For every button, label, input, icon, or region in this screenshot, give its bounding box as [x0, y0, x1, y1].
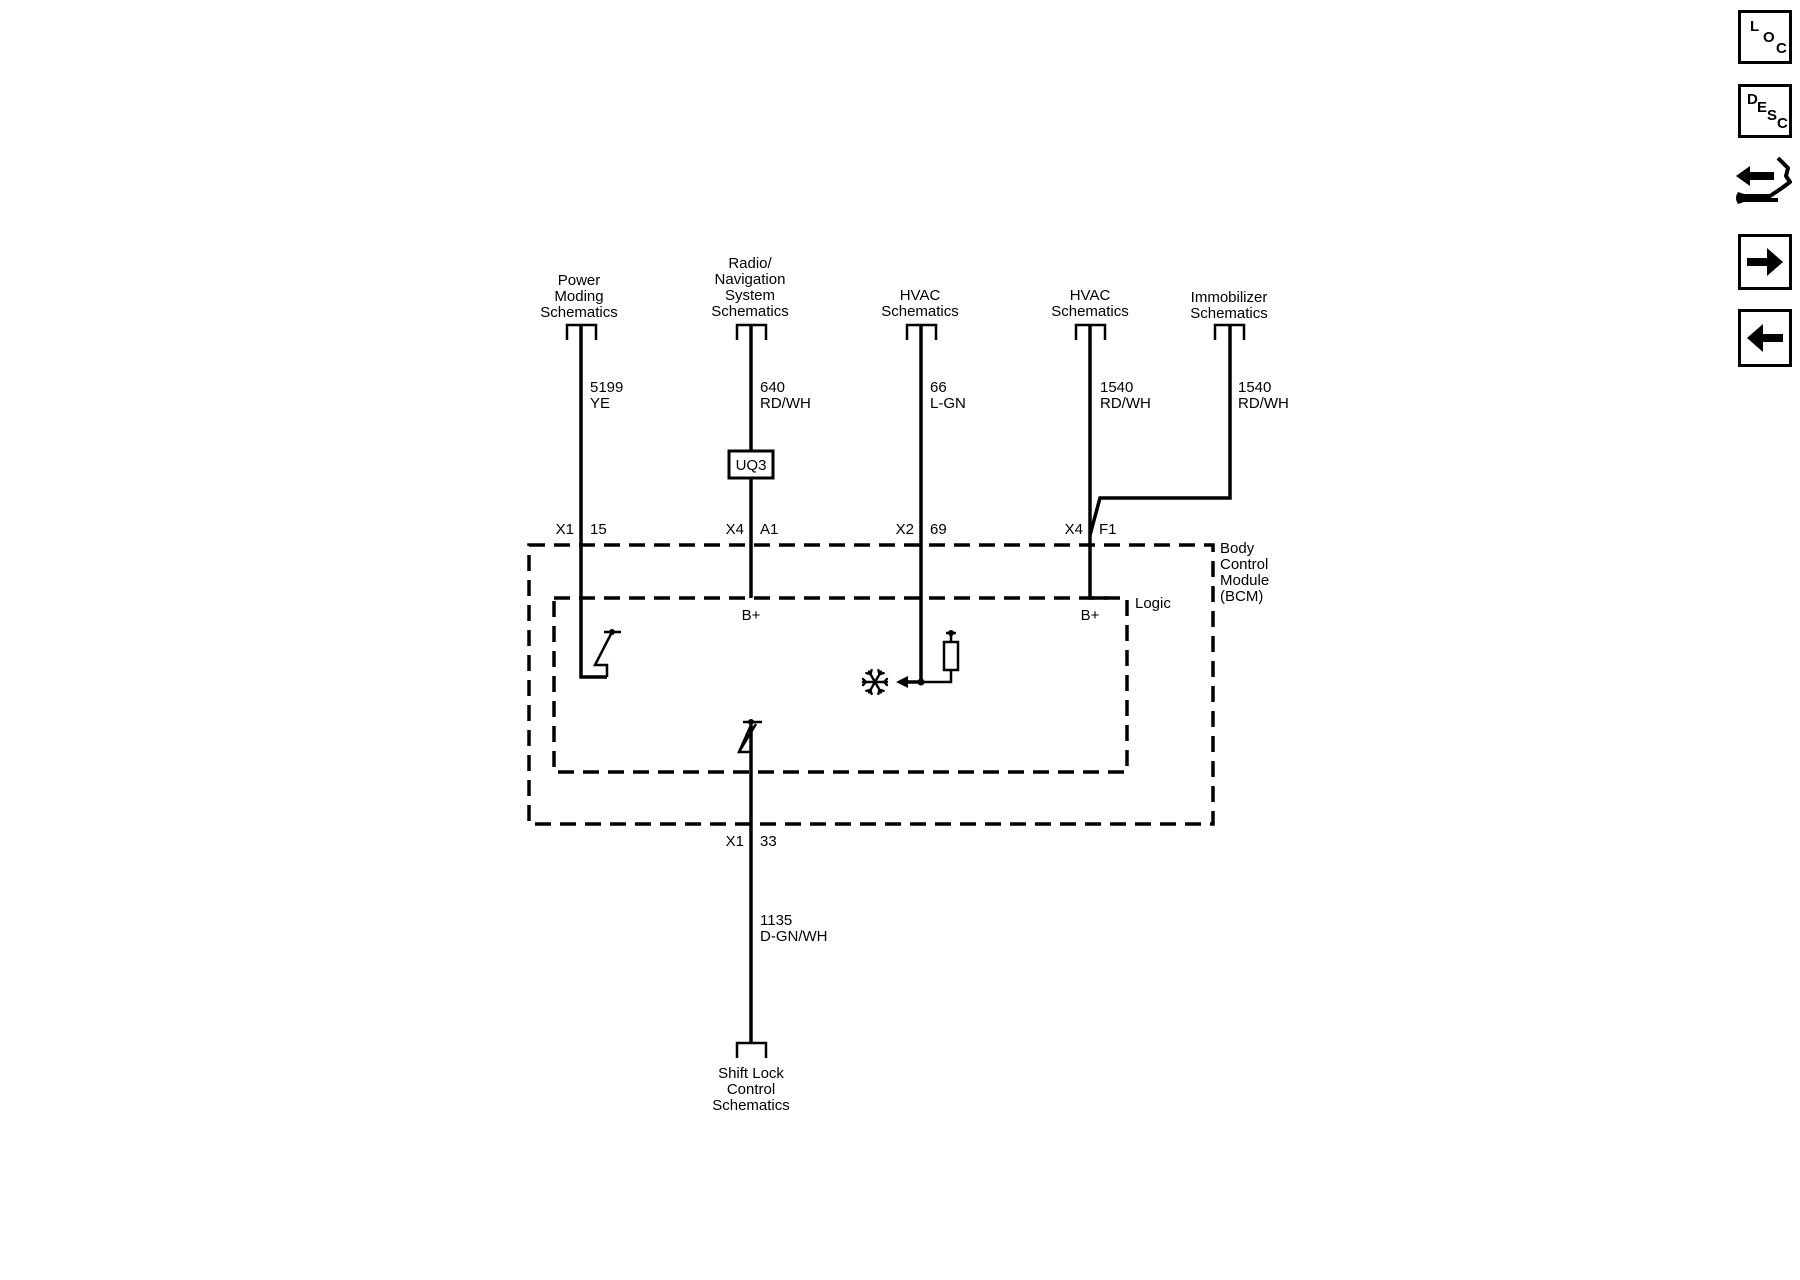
circuit-label-1540-immobilizer: 1540 RD/WH	[1238, 379, 1289, 412]
svg-text:66: 66	[930, 379, 947, 396]
svg-text:System: System	[725, 287, 775, 304]
svg-text:Body: Body	[1220, 540, 1255, 557]
desc-letter-c: C	[1777, 115, 1788, 132]
connector-x2-69: X2 69	[896, 521, 947, 538]
svg-text:UQ3: UQ3	[736, 457, 767, 474]
svg-text:(BCM): (BCM)	[1220, 588, 1263, 605]
svg-text:Schematics: Schematics	[881, 303, 959, 320]
power-moding-label: Power Moding Schematics	[540, 272, 618, 321]
svg-text:640: 640	[760, 379, 785, 396]
circuit-label-1540-hvac: 1540 RD/WH	[1100, 379, 1151, 412]
immobilizer-label: Immobilizer Schematics	[1190, 289, 1268, 322]
arrow-left-icon	[1747, 324, 1783, 352]
splice-uq3: UQ3	[727, 449, 775, 480]
svg-text:15: 15	[590, 521, 607, 538]
svg-text:Module: Module	[1220, 572, 1269, 589]
pullup-resistor	[917, 630, 960, 686]
svg-text:Shift Lock: Shift Lock	[718, 1065, 784, 1082]
svg-text:Control: Control	[727, 1081, 775, 1098]
svg-text:Radio/: Radio/	[728, 255, 772, 272]
svg-text:Schematics: Schematics	[1190, 305, 1268, 322]
svg-text:RD/WH: RD/WH	[1100, 395, 1151, 412]
svg-text:X4: X4	[726, 521, 744, 538]
svg-text:33: 33	[760, 833, 777, 850]
svg-text:5199: 5199	[590, 379, 623, 396]
svg-text:X1: X1	[556, 521, 574, 538]
svg-text:Control: Control	[1220, 556, 1268, 573]
svg-text:HVAC: HVAC	[900, 287, 941, 304]
next-arrow-button[interactable]	[1738, 234, 1792, 290]
previous-arrow-button[interactable]	[1738, 309, 1792, 367]
connector-x1-33: X1 33	[726, 833, 777, 850]
svg-text:1135: 1135	[760, 912, 792, 929]
bcm-module-boundary	[527, 543, 1215, 826]
description-button[interactable]: D E S C	[1738, 84, 1792, 138]
bottom-connector	[735, 1041, 768, 1058]
connector-x4-f1: X4 F1	[1065, 521, 1117, 538]
circuit-label-66: 66 L-GN	[930, 379, 966, 412]
svg-text:L-GN: L-GN	[930, 395, 966, 412]
loc-letter-c: C	[1776, 40, 1787, 57]
logic-label: Logic	[1135, 595, 1171, 612]
connector-x1-15: X1 15	[556, 521, 607, 538]
connector-repair-icon[interactable]	[1730, 152, 1794, 216]
desc-letter-s: S	[1767, 107, 1778, 124]
wire-1540-immobilizer	[1088, 325, 1232, 536]
svg-text:HVAC: HVAC	[1070, 287, 1111, 304]
svg-text:A1: A1	[760, 521, 778, 538]
svg-text:Immobilizer: Immobilizer	[1191, 289, 1268, 306]
bcm-module-label: Body Control Module (BCM)	[1220, 540, 1269, 605]
radio-navigation-label: Radio/ Navigation System Schematics	[711, 255, 789, 320]
svg-text:Schematics: Schematics	[712, 1097, 790, 1114]
svg-text:D-GN/WH: D-GN/WH	[760, 928, 828, 945]
loc-letter-l: L	[1750, 18, 1760, 35]
svg-text:1540: 1540	[1238, 379, 1271, 396]
svg-text:Power: Power	[558, 272, 601, 289]
svg-text:X4: X4	[1065, 521, 1083, 538]
svg-text:69: 69	[930, 521, 947, 538]
svg-text:X1: X1	[726, 833, 744, 850]
svg-text:RD/WH: RD/WH	[760, 395, 811, 412]
logic-boundary	[552, 596, 1129, 774]
svg-text:X2: X2	[896, 521, 914, 538]
svg-text:1540: 1540	[1100, 379, 1133, 396]
svg-text:YE: YE	[590, 395, 610, 412]
svg-text:Navigation: Navigation	[715, 271, 786, 288]
hvac-signal-arrow	[896, 676, 921, 688]
hvac-label-2: HVAC Schematics	[1051, 287, 1129, 320]
location-button[interactable]: L O C	[1738, 10, 1792, 64]
arrow-right-icon	[1747, 248, 1783, 276]
svg-text:F1: F1	[1099, 521, 1117, 538]
bplus-label-2: B+	[1081, 607, 1100, 624]
bplus-label-1: B+	[742, 607, 761, 624]
switch-symbol-1	[592, 629, 621, 677]
connector-x4-a1: X4 A1	[726, 521, 779, 538]
hvac-label-1: HVAC Schematics	[881, 287, 959, 320]
wire-5199	[579, 325, 607, 679]
circuit-label-1135: 1135 D-GN/WH	[760, 912, 828, 945]
desc-letter-d: D	[1747, 91, 1758, 108]
wire-1540-hvac	[1088, 325, 1108, 600]
switch-symbol-2	[737, 719, 762, 754]
loc-letter-o: O	[1763, 29, 1775, 46]
circuit-label-5199: 5199 YE	[590, 379, 623, 412]
svg-text:Schematics: Schematics	[540, 304, 618, 321]
circuit-label-640: 640 RD/WH	[760, 379, 811, 412]
shift-lock-label: Shift Lock Control Schematics	[712, 1065, 790, 1114]
svg-text:Schematics: Schematics	[711, 303, 789, 320]
svg-text:Moding: Moding	[554, 288, 603, 305]
svg-text:RD/WH: RD/WH	[1238, 395, 1289, 412]
desc-letter-e: E	[1757, 99, 1768, 116]
snowflake-icon	[861, 668, 889, 696]
svg-text:Schematics: Schematics	[1051, 303, 1129, 320]
